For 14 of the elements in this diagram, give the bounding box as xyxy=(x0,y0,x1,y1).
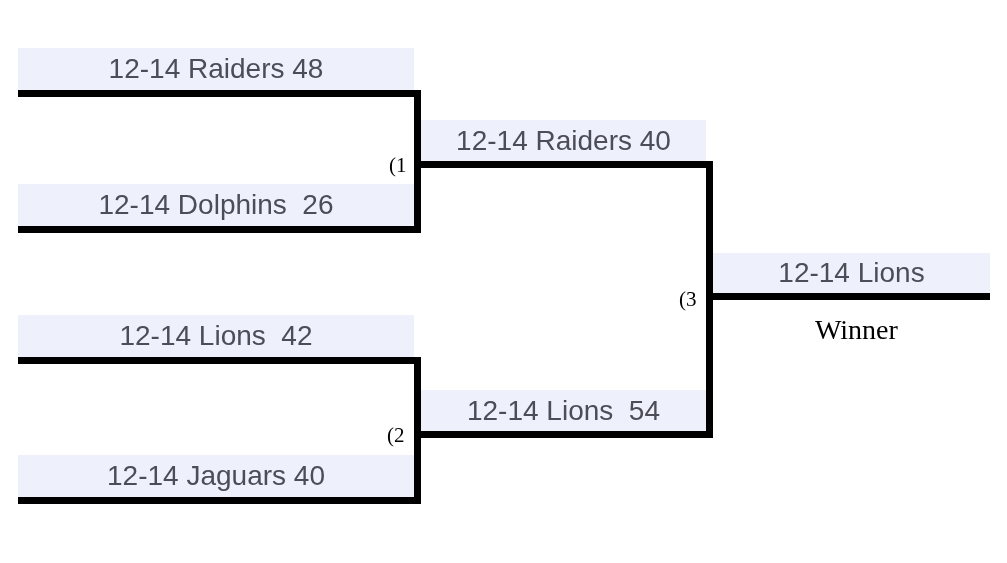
game-number: (1 xyxy=(389,153,407,177)
team-slot: 12-14 Jaguars 40 xyxy=(18,455,414,504)
bracket-line xyxy=(705,293,714,438)
bracket-line xyxy=(413,431,422,504)
game-number: (2 xyxy=(387,423,405,447)
team-slot: 12-14 Lions 54 xyxy=(421,390,706,438)
team-slot: 12-14 Lions xyxy=(713,253,990,300)
game-number: (3 xyxy=(679,287,697,311)
team-slot: 12-14 Lions 42 xyxy=(18,315,414,364)
team-slot: 12-14 Dolphins 26 xyxy=(18,184,414,233)
team-slot: 12-14 Raiders 40 xyxy=(421,120,706,168)
team-slot: 12-14 Raiders 48 xyxy=(18,48,414,97)
winner-caption: Winner xyxy=(815,314,898,346)
bracket-line xyxy=(413,161,422,233)
